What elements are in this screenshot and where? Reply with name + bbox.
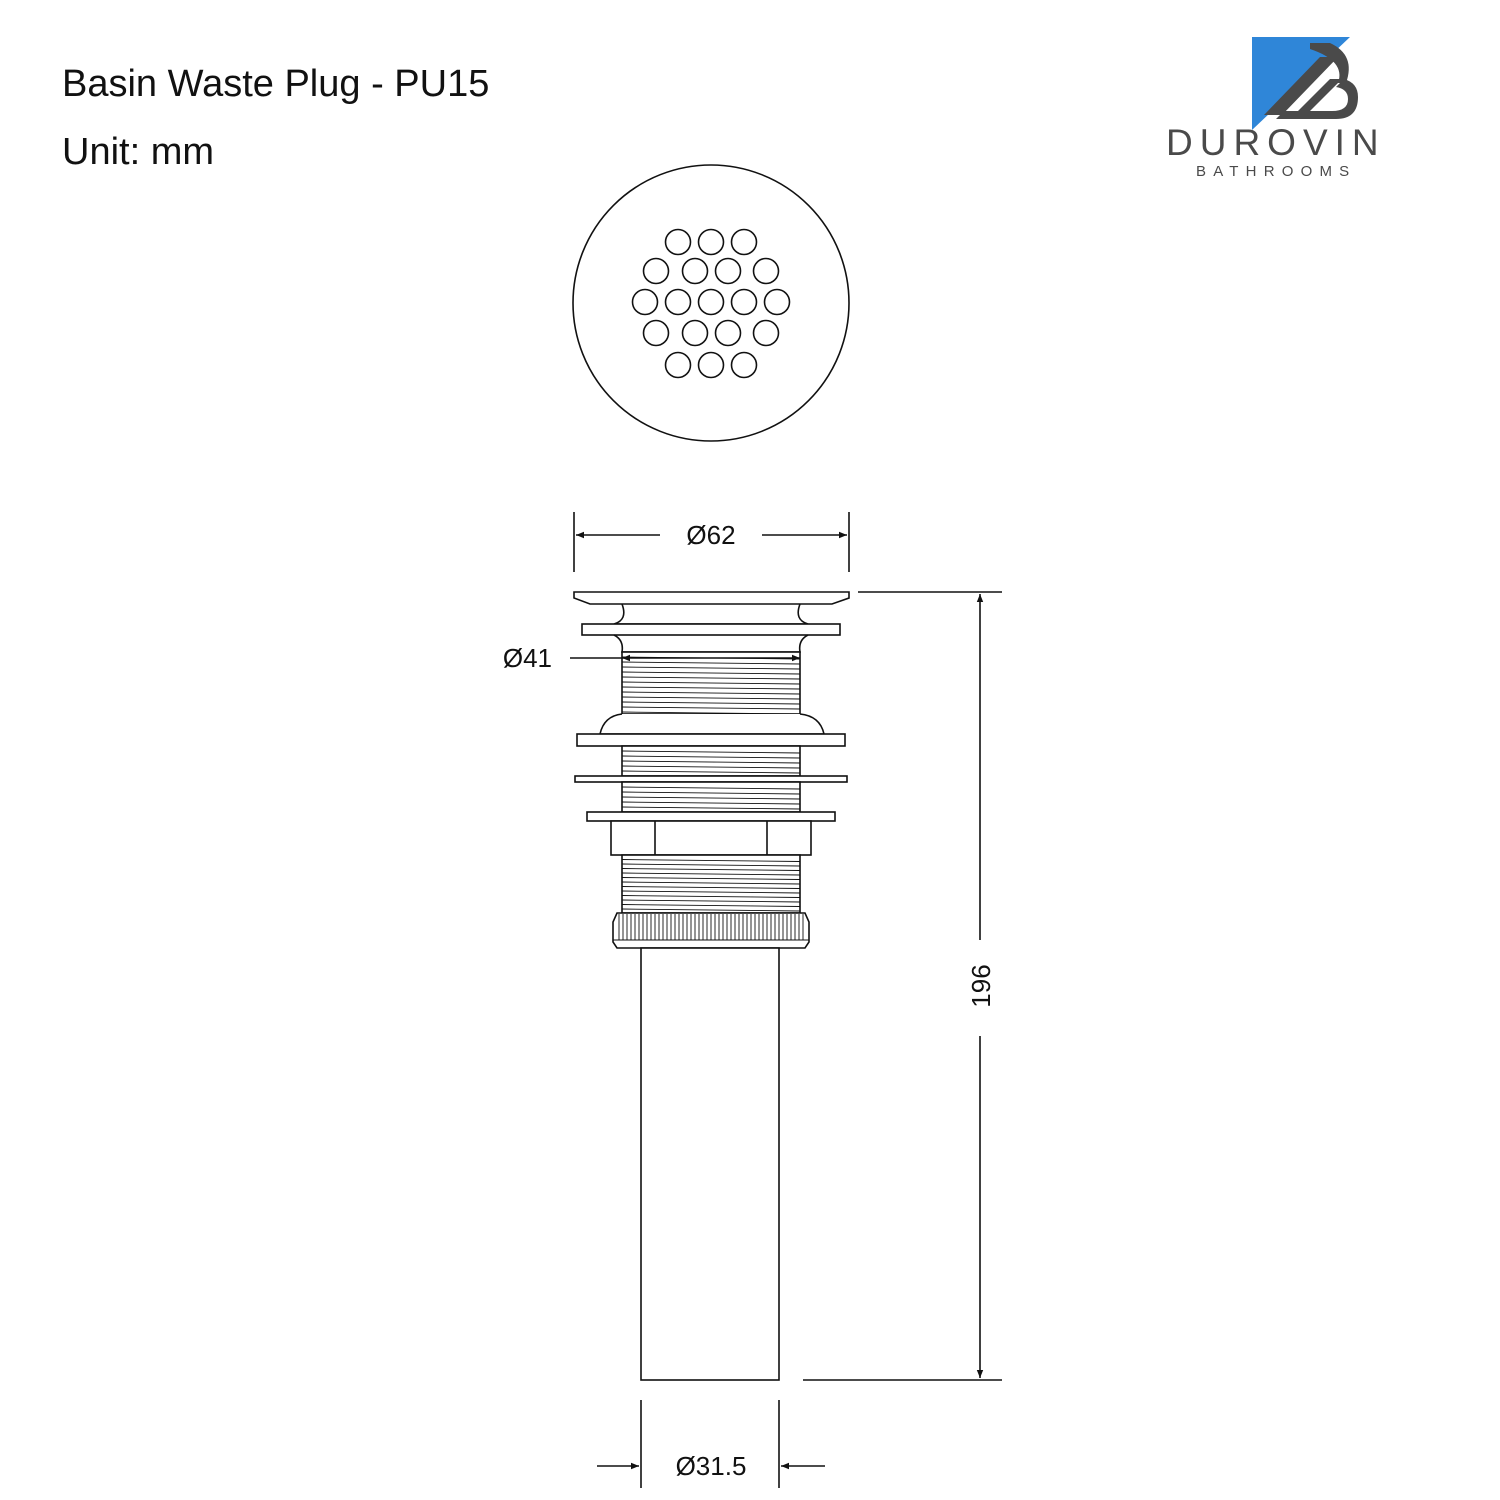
strainer-hole <box>697 351 725 379</box>
strainer-hole <box>642 257 670 285</box>
dimension-lines <box>570 512 1002 1488</box>
dim-flange-diameter: Ø62 <box>686 520 735 550</box>
plug-top-outline <box>572 164 850 442</box>
strainer-hole <box>664 351 692 379</box>
strainer-hole <box>714 257 742 285</box>
washer-3 <box>586 811 836 822</box>
washer-1 <box>576 733 846 747</box>
durovin-logo-icon <box>1252 37 1358 130</box>
strainer-hole <box>763 288 791 316</box>
strainer-hole <box>664 288 692 316</box>
strainer-hole <box>681 319 709 347</box>
page-title: Basin Waste Plug - PU15 <box>62 63 490 105</box>
strainer-hole <box>631 288 659 316</box>
dim-tail-diameter: Ø31.5 <box>676 1451 747 1481</box>
strainer-hole <box>752 319 780 347</box>
strainer-hole <box>697 228 725 256</box>
strainer-hole <box>752 257 780 285</box>
strainer-hole <box>697 288 725 316</box>
dim-overall-height: 196 <box>966 964 996 1007</box>
washer-2 <box>574 775 848 783</box>
strainer-hole <box>681 257 709 285</box>
unit-label: Unit: mm <box>62 131 214 173</box>
plug-cap <box>573 591 850 605</box>
tail-pipe <box>640 947 780 1381</box>
top-view <box>572 164 850 442</box>
strainer-hole <box>664 228 692 256</box>
brand-tagline: BATHROOMS <box>1196 163 1357 180</box>
strainer-hole <box>642 319 670 347</box>
upper-flange <box>581 623 841 636</box>
strainer-hole <box>730 288 758 316</box>
brand-name: DUROVIN <box>1166 122 1386 163</box>
strainer-hole <box>730 351 758 379</box>
strainer-holes <box>631 228 791 379</box>
hex-nut <box>610 820 812 856</box>
strainer-hole <box>730 228 758 256</box>
logo-gray-shape <box>1264 43 1358 119</box>
side-view <box>573 591 850 1381</box>
dim-thread-diameter: Ø41 <box>503 643 552 673</box>
strainer-hole <box>714 319 742 347</box>
